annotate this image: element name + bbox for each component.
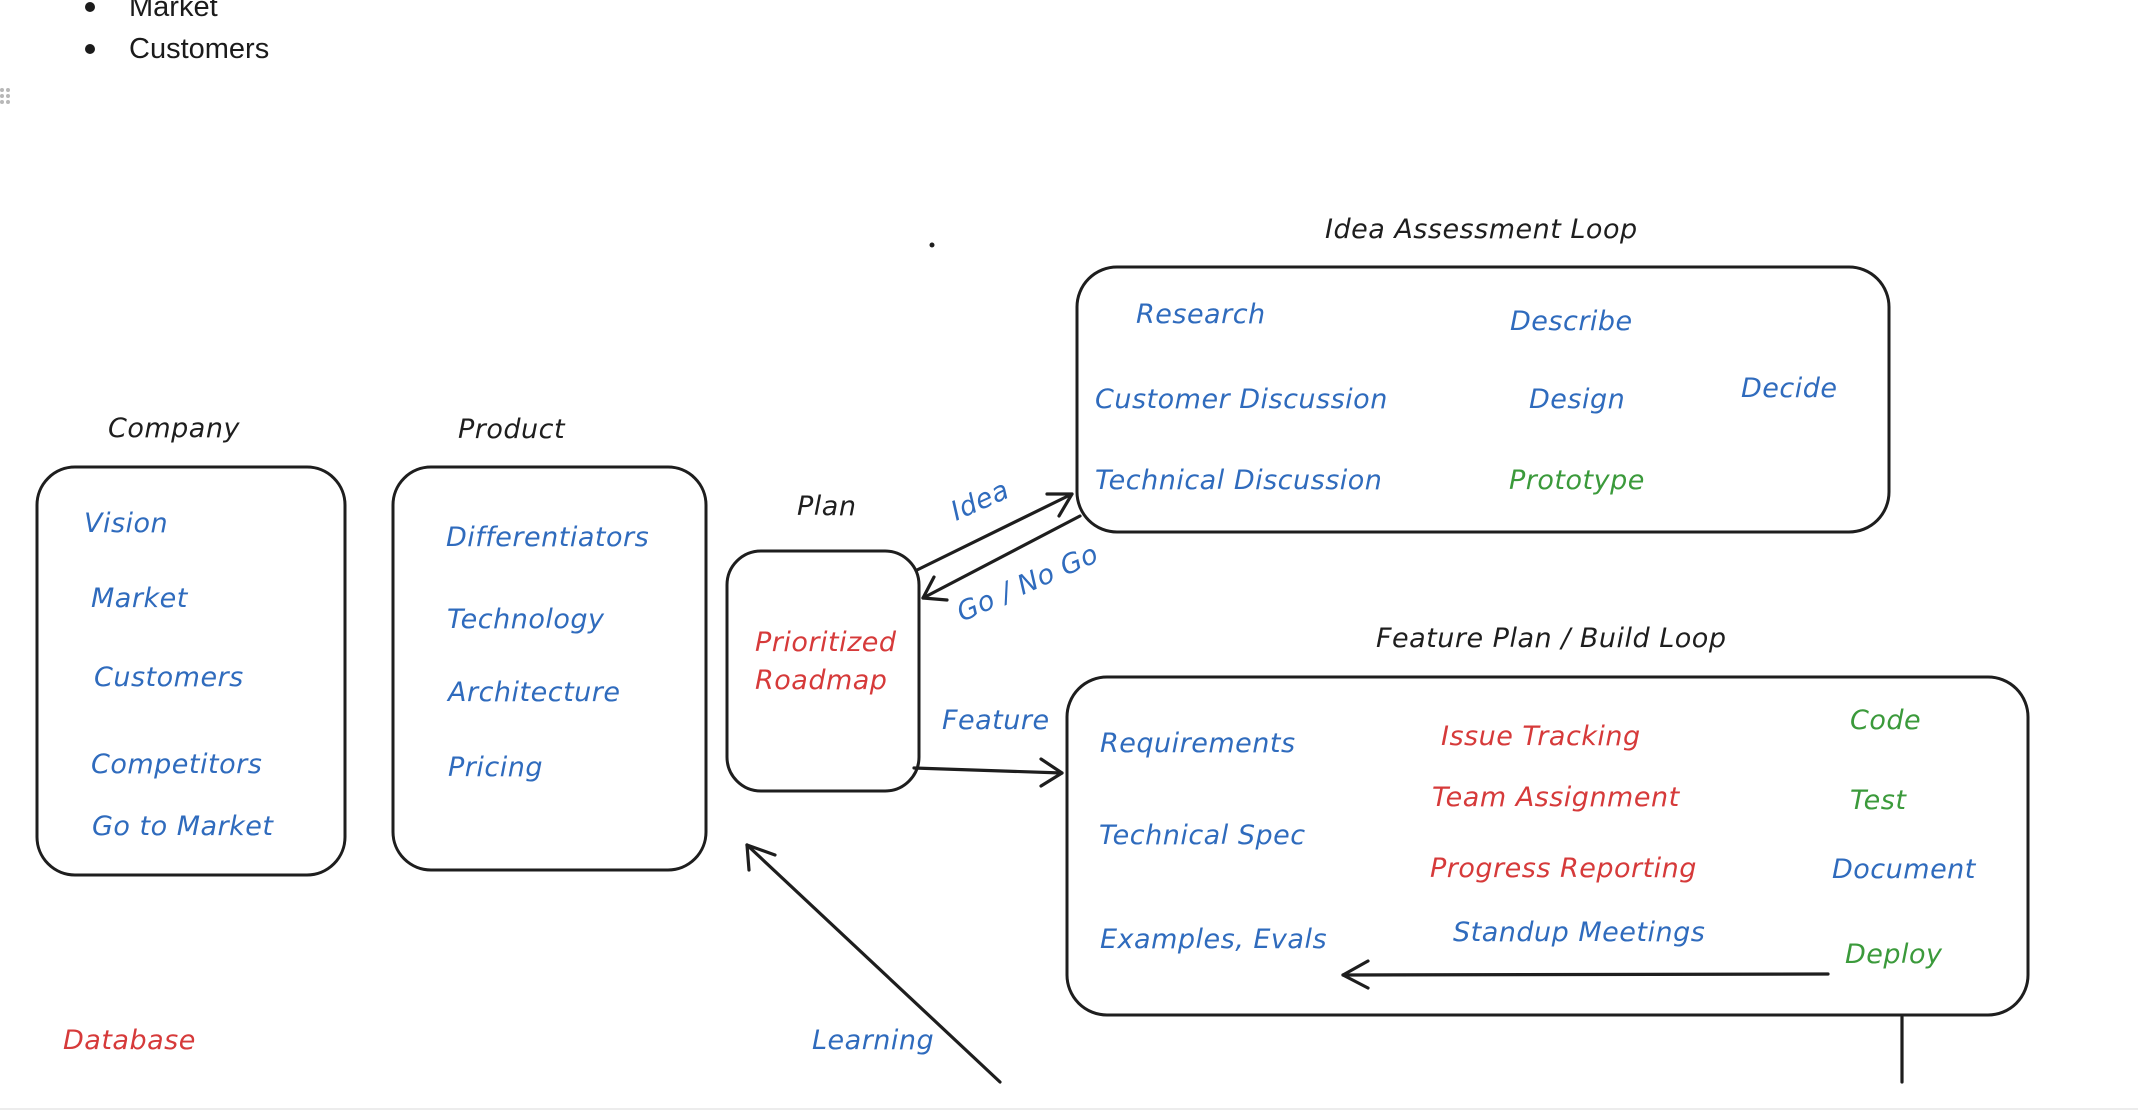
idea-item-technical-discussion: Technical Discussion (1095, 465, 1382, 496)
idea-arrow[interactable] (915, 492, 1074, 572)
company-box[interactable] (35, 465, 347, 877)
go-no-go-arrow-head-icon (921, 575, 949, 602)
feature-arrow-head-icon (1039, 757, 1064, 788)
company-item-market: Market (91, 583, 189, 614)
learning-arrow-label: Learning (812, 1025, 934, 1056)
stray-dot (929, 242, 935, 248)
bullet-text: Customers (129, 33, 270, 65)
feature-item-standup-meetings: Standup Meetings (1453, 917, 1705, 948)
feature-item-test: Test (1850, 785, 1907, 816)
idea-item-research: Research (1136, 299, 1266, 330)
learning-arrow-head-icon (745, 843, 777, 872)
feature-item-team-assignment: Team Assignment (1432, 782, 1681, 813)
feature-arrow-label: Feature (942, 705, 1050, 736)
bullet-item-customers: Customers (85, 28, 269, 70)
feature-item-requirements: Requirements (1100, 728, 1296, 759)
feature-item-deploy: Deploy (1845, 939, 1943, 970)
idea-arrow-label: Idea (946, 475, 1014, 528)
feature-loop-title: Feature Plan / Build Loop (1376, 623, 1726, 654)
product-title: Product (458, 414, 566, 445)
idea-item-customer-discussion: Customer Discussion (1095, 384, 1388, 415)
bullet-item-market: Market (85, 0, 269, 28)
learning-arrow[interactable] (745, 843, 1002, 1084)
product-item-pricing: Pricing (448, 752, 543, 783)
company-item-customers: Customers (94, 662, 244, 693)
idea-arrow-head-icon (1045, 492, 1074, 518)
feature-item-issue-tracking: Issue Tracking (1441, 721, 1641, 752)
feature-item-examples-evals: Examples, Evals (1100, 924, 1327, 955)
go-no-go-arrow[interactable] (921, 514, 1082, 600)
idea-loop-title: Idea Assessment Loop (1325, 214, 1638, 245)
company-item-vision: Vision (84, 508, 168, 539)
feature-item-document: Document (1832, 854, 1977, 885)
bullet-text: Market (129, 0, 218, 23)
product-box[interactable] (391, 465, 708, 872)
idea-loop-box[interactable] (1075, 265, 1891, 534)
plan-title: Plan (797, 491, 856, 522)
bullet-dot-icon (85, 44, 95, 54)
idea-item-describe: Describe (1510, 306, 1633, 337)
bullet-list: Market Customers (85, 0, 269, 70)
feedback-arrow[interactable] (1341, 972, 1830, 977)
idea-item-prototype: Prototype (1509, 465, 1645, 496)
feedback-arrow-head-icon (1341, 959, 1370, 990)
bullet-dot-icon (85, 2, 95, 12)
feature-arrow[interactable] (912, 766, 1064, 775)
company-item-competitors: Competitors (91, 749, 262, 780)
company-item-go-to-market: Go to Market (92, 811, 274, 842)
feature-item-technical-spec: Technical Spec (1099, 820, 1306, 851)
plan-item-prioritized: Prioritized (755, 627, 897, 658)
go-no-go-arrow-label: Go / No Go (952, 538, 1103, 628)
company-title: Company (108, 413, 240, 444)
product-item-architecture: Architecture (446, 677, 620, 708)
drag-handle-icon[interactable] (0, 88, 12, 112)
feature-item-code: Code (1850, 705, 1921, 736)
product-item-differentiators: Differentiators (446, 522, 649, 553)
database-label: Database (63, 1025, 196, 1056)
plan-item-roadmap: Roadmap (755, 665, 887, 696)
idea-item-decide: Decide (1741, 373, 1838, 404)
feature-item-progress-reporting: Progress Reporting (1430, 853, 1697, 884)
plan-box[interactable] (725, 549, 921, 793)
idea-item-design: Design (1529, 384, 1625, 415)
canvas-bottom-edge (0, 1108, 2138, 1110)
feature-loop-box[interactable] (1065, 675, 2030, 1017)
product-item-technology: Technology (447, 604, 605, 635)
